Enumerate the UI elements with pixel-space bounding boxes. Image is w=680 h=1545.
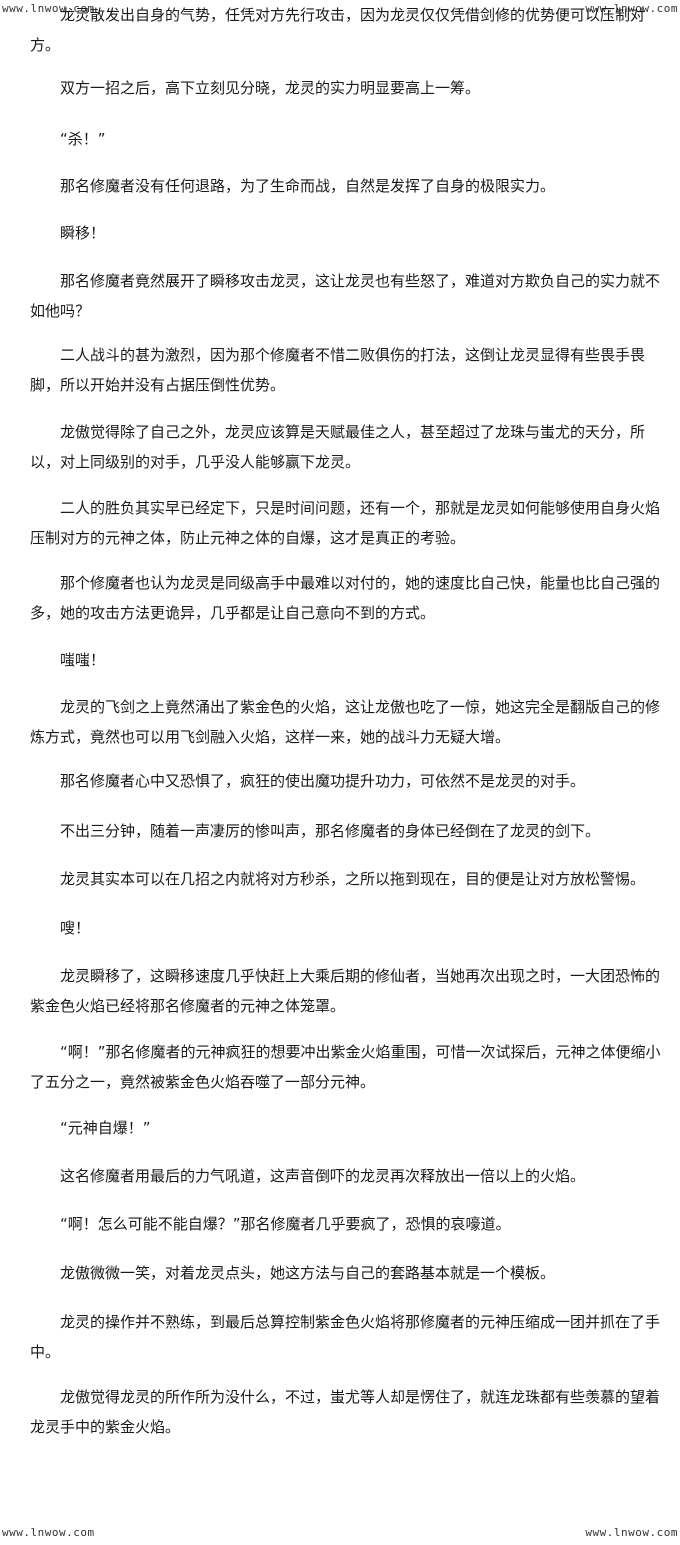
paragraph-22: 龙傲微微一笑，对着龙灵点头，她这方法与自己的套路基本就是一个模板。 (60, 1264, 556, 1282)
paragraph-23: 龙灵的操作并不熟练，到最后总算控制紫金色火焰将那修魔者的元神压缩成一团并抓在了手… (30, 1313, 661, 1361)
paragraph-17: 龙灵瞬移了，这瞬移速度几乎快赶上大乘后期的修仙者，当她再次出现之时，一大团恐怖的… (30, 967, 661, 1015)
paragraph-4: 那名修魔者没有任何退路，为了生命而战，自然是发挥了自身的极限实力。 (60, 177, 556, 195)
paragraph-10: 那个修魔者也认为龙灵是同级高手中最难以对付的，她的速度比自己快，能量也比自己强的… (30, 574, 661, 622)
paragraph-18: “啊！”那名修魔者的元神疯狂的想要冲出紫金火焰重围，可惜一次试探后，元神之体便缩… (30, 1043, 661, 1091)
watermark-top-left: www.lnwow.com (2, 2, 95, 15)
paragraph-7: 二人战斗的甚为激烈，因为那个修魔者不惜二败俱伤的打法，这倒让龙灵显得有些畏手畏脚… (30, 346, 646, 394)
watermark-top-right: www.lnwow.com (585, 2, 678, 15)
paragraph-19: “元神自爆！” (60, 1119, 151, 1137)
watermark-bottom-left: www.lnwow.com (2, 1526, 95, 1539)
paragraph-21: “啊！怎么可能不能自爆？”那名修魔者几乎要疯了，恐惧的哀嚎道。 (60, 1215, 511, 1233)
paragraph-8: 龙傲觉得除了自己之外，龙灵应该算是天赋最佳之人，甚至超过了龙珠与蚩尤的天分，所以… (30, 423, 646, 471)
paragraph-11: 嗤嗤！ (60, 651, 106, 669)
paragraph-5: 瞬移！ (60, 224, 106, 242)
paragraph-13: 那名修魔者心中又恐惧了，疯狂的使出魔功提升功力，可依然不是龙灵的对手。 (60, 772, 586, 790)
paragraph-24: 龙傲觉得龙灵的所作所为没什么，不过，蚩尤等人却是愣住了，就连龙珠都有些羡慕的望着… (30, 1388, 661, 1436)
paragraph-2: 双方一招之后，高下立刻见分晓，龙灵的实力明显要高上一筹。 (60, 79, 481, 97)
paragraph-6: 那名修魔者竟然展开了瞬移攻击龙灵，这让龙灵也有些怒了，难道对方欺负自己的实力就不… (30, 272, 661, 320)
paragraph-20: 这名修魔者用最后的力气吼道，这声音倒吓的龙灵再次释放出一倍以上的火焰。 (60, 1167, 586, 1185)
paragraph-16: 嗖！ (60, 919, 91, 937)
paragraph-15: 龙灵其实本可以在几招之内就将对方秒杀，之所以拖到现在，目的便是让对方放松警惕。 (60, 870, 646, 888)
paragraph-1: 龙灵散发出自身的气势，任凭对方先行攻击，因为龙灵仅仅凭借剑修的优势便可以压制对方… (30, 6, 646, 54)
paragraph-9: 二人的胜负其实早已经定下，只是时间问题，还有一个，那就是龙灵如何能够使用自身火焰… (30, 499, 661, 547)
paragraph-3: “杀！” (60, 130, 106, 148)
paragraph-14: 不出三分钟，随着一声凄厉的惨叫声，那名修魔者的身体已经倒在了龙灵的剑下。 (60, 822, 601, 840)
watermark-bottom-right: www.lnwow.com (585, 1526, 678, 1539)
paragraph-12: 龙灵的飞剑之上竟然涌出了紫金色的火焰，这让龙傲也吃了一惊，她这完全是翻版自己的修… (30, 698, 661, 746)
